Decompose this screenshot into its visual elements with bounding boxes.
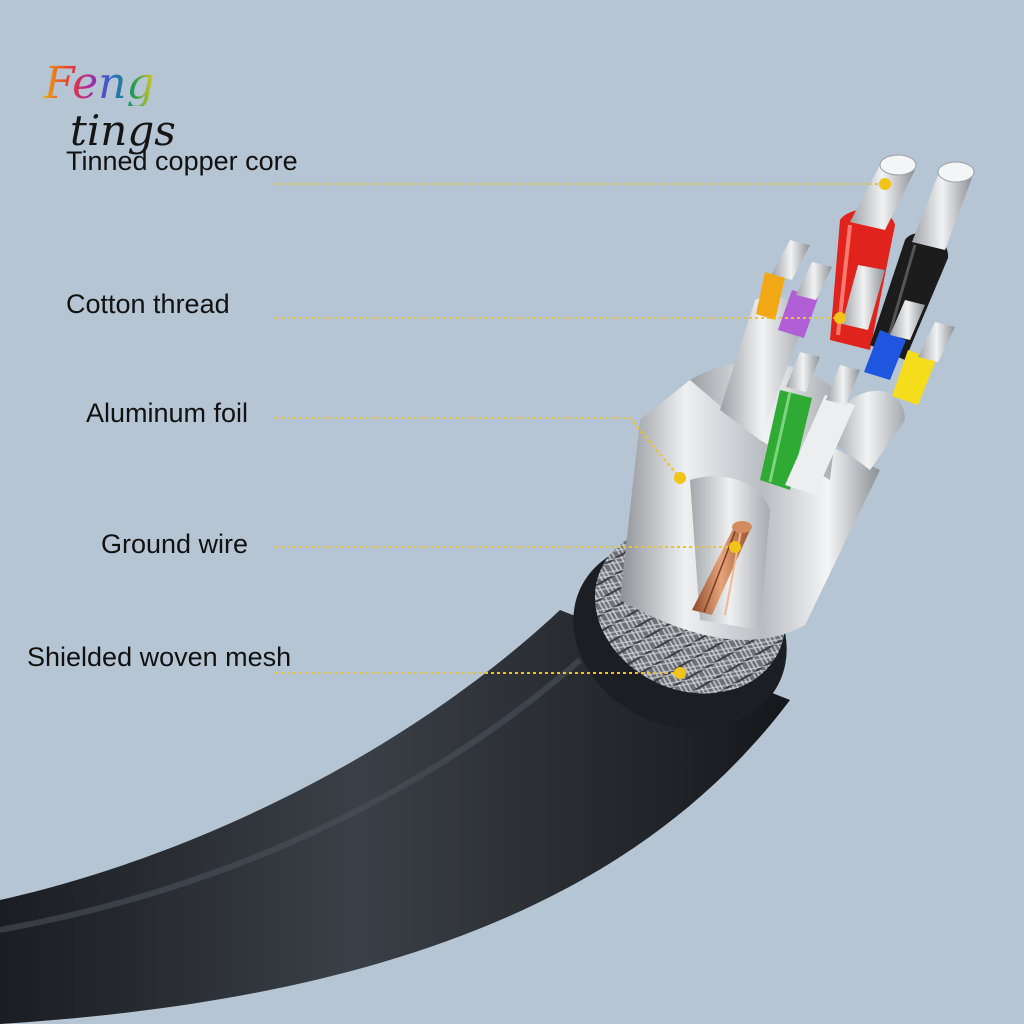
leader-lines <box>275 183 885 674</box>
brand-logo: Feng tings <box>44 62 204 162</box>
leader-dot-tinned-copper-core <box>879 178 891 190</box>
leader-dot-cotton-thread <box>834 312 846 324</box>
label-tinned-copper-core: Tinned copper core <box>66 146 298 176</box>
label-cotton-thread: Cotton thread <box>66 289 230 319</box>
tinned-copper-strands <box>772 154 975 405</box>
leader-dot-aluminum-foil <box>674 472 686 484</box>
leader-dot-ground-wire <box>729 541 741 553</box>
leader-line-aluminum-foil <box>275 417 681 479</box>
logo-line-1: Feng <box>44 58 155 109</box>
leader-dot-shielded-woven-mesh <box>674 667 686 679</box>
logo-line-2: tings <box>70 106 176 155</box>
leader-dots <box>674 178 891 679</box>
label-aluminum-foil: Aluminum foil <box>86 398 249 428</box>
label-shielded-woven-mesh: Shielded woven mesh <box>27 642 292 672</box>
label-ground-wire: Ground wire <box>101 529 249 559</box>
